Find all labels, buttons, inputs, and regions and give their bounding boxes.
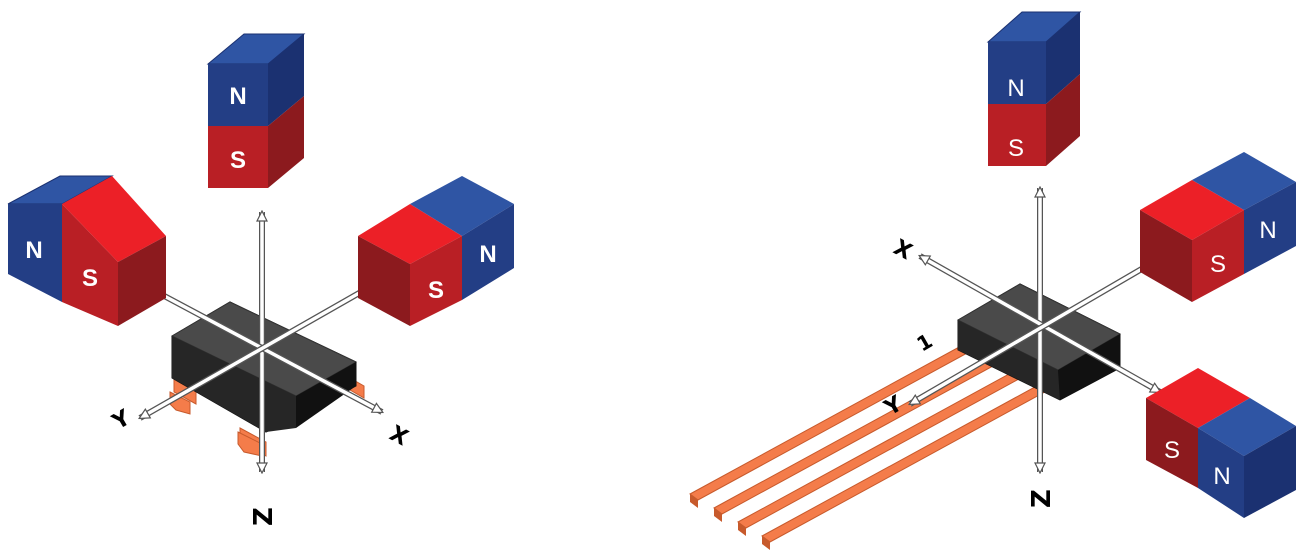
right-magnet-bottom: S N xyxy=(1146,368,1296,518)
right-magnet-top: N S xyxy=(986,11,1082,166)
left-magnet-right-pole-b: N xyxy=(479,241,496,268)
right-pin1-label: 1 xyxy=(913,329,937,357)
left-sensor-chip xyxy=(169,301,365,457)
left-magnet-top-pole-b: S xyxy=(230,147,246,174)
left-magnet-top: N S xyxy=(206,33,306,188)
right-magnet-top-pole-a: N xyxy=(1007,75,1024,102)
left-magnet-right-pole-a: S xyxy=(428,277,444,304)
right-magnet-bottom-pole-a: S xyxy=(1164,437,1180,464)
left-magnet-top-pole-a: N xyxy=(229,83,246,110)
right-axes xyxy=(910,188,1164,472)
right-magnet-right: S N xyxy=(1140,152,1296,302)
left-magnet-left-pole-b: S xyxy=(82,265,98,292)
right-diagram: X Y Z 1 N S S N xyxy=(689,11,1296,550)
right-magnet-right-pole-a: S xyxy=(1210,251,1226,278)
right-magnet-right-pole-b: N xyxy=(1259,217,1276,244)
left-magnet-left: N S xyxy=(7,175,166,326)
left-diagram: X Y Z N S N S xyxy=(7,33,514,526)
left-magnet-left-pole-a: N xyxy=(25,237,42,264)
left-axis-y-label: Y xyxy=(108,405,136,436)
right-sensor-pins xyxy=(689,339,1053,550)
right-magnet-bottom-pole-b: N xyxy=(1213,463,1230,490)
left-axis-z-label: Z xyxy=(249,507,279,526)
right-magnet-top-pole-b: S xyxy=(1008,135,1024,162)
left-magnet-right: S N xyxy=(358,176,514,326)
left-axis-x-label: X xyxy=(385,421,412,451)
left-axes xyxy=(138,212,382,472)
right-axis-z-label: Z xyxy=(1027,489,1057,508)
right-axis-x-label: X xyxy=(889,235,916,265)
